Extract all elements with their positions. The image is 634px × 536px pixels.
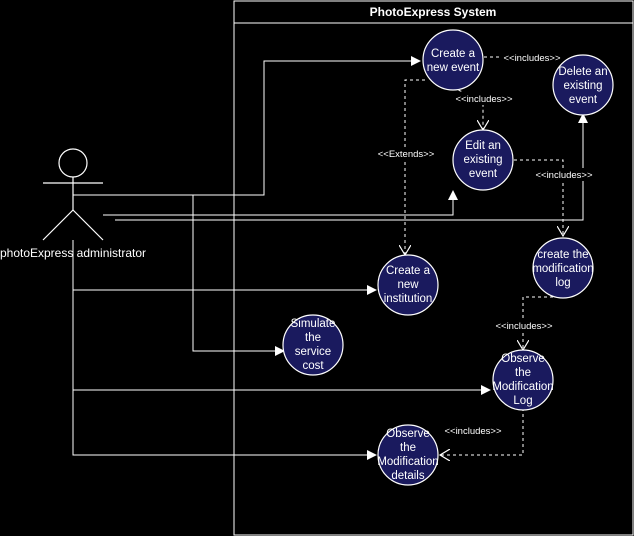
- label-extends-institution: <<Extends>>: [378, 149, 435, 160]
- assoc-edit-event: [103, 190, 458, 216]
- assoc-simulate-cost: [192, 195, 285, 356]
- assoc-create-event: [73, 56, 421, 196]
- dep-log-observe: [523, 296, 553, 350]
- system-boundary: PhotoExpress System: [233, 0, 634, 536]
- actor-left-leg: [42, 209, 74, 241]
- dep-observe-details: [440, 408, 524, 455]
- dep-create-institution: [405, 79, 425, 255]
- label-includes-details: <<includes>>: [444, 426, 501, 437]
- actor-head: [58, 148, 88, 178]
- actor-right-leg: [72, 209, 104, 241]
- label-includes-observe-log: <<includes>>: [495, 321, 552, 332]
- label-includes-delete: <<includes>>: [503, 53, 560, 64]
- actor-administrator: [42, 148, 104, 241]
- associations: [72, 56, 588, 460]
- label-includes-log: <<includes>>: [535, 170, 592, 181]
- assoc-delete-event: [115, 113, 588, 221]
- label-includes-edit: <<includes>>: [455, 94, 512, 105]
- assoc-observe-details: [72, 390, 377, 460]
- dep-edit-log: [514, 159, 563, 236]
- system-title: PhotoExpress System: [370, 5, 497, 19]
- relation-labels: <<includes>> <<includes>> <<Extends>> <<…: [373, 51, 598, 437]
